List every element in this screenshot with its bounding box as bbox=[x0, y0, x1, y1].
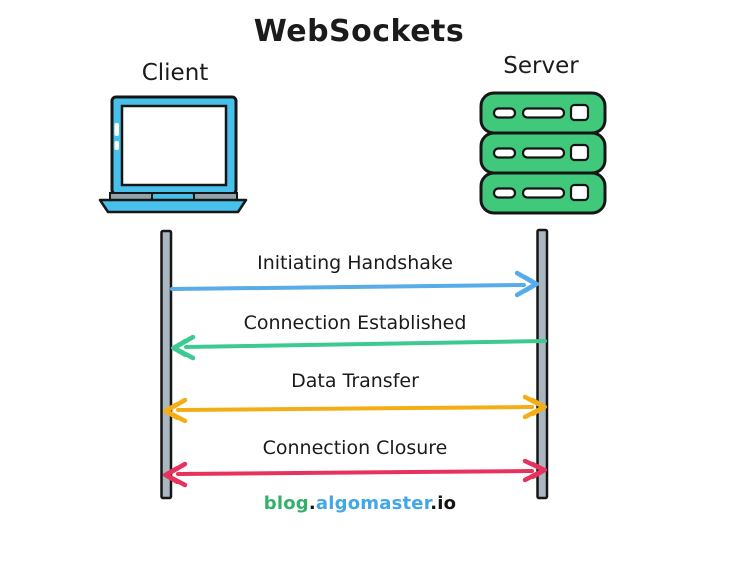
brand-blog: blog bbox=[263, 493, 309, 514]
arrow-shaft bbox=[176, 469, 534, 476]
handshake-arrow bbox=[170, 270, 539, 298]
server-led-long bbox=[521, 147, 566, 159]
brand-tld: io bbox=[437, 493, 457, 514]
data-transfer-arrow bbox=[163, 394, 547, 424]
server-led-long bbox=[521, 107, 566, 119]
server-led-long bbox=[521, 187, 566, 199]
server-lifeline bbox=[536, 228, 549, 500]
brand-dot: . bbox=[430, 493, 438, 514]
arrowhead-left-inner-icon bbox=[163, 402, 179, 420]
arrow-shaft bbox=[184, 339, 547, 349]
diagram-title: WebSockets bbox=[253, 14, 465, 49]
laptop-screen-highlight bbox=[114, 141, 119, 150]
server-led-short bbox=[492, 107, 517, 119]
message-label-data-transfer: Data Transfer bbox=[291, 370, 419, 392]
server-port bbox=[569, 103, 590, 122]
brand-watermark: blog.algomaster.io bbox=[0, 493, 725, 514]
laptop-screen-highlight bbox=[114, 123, 119, 136]
server-label: Server bbox=[503, 53, 579, 79]
closure-arrow bbox=[163, 458, 547, 488]
brand-site: algomaster bbox=[315, 493, 431, 514]
server-port bbox=[569, 183, 590, 202]
laptop-icon bbox=[98, 95, 248, 214]
server-port bbox=[569, 143, 590, 162]
server-led-short bbox=[492, 187, 517, 199]
message-label-handshake: Initiating Handshake bbox=[257, 252, 453, 274]
arrowhead-right-inner-icon bbox=[523, 275, 539, 293]
established-arrow bbox=[171, 334, 547, 361]
arrow-shaft bbox=[170, 283, 526, 291]
client-lifeline bbox=[160, 229, 173, 500]
arrowhead-left-inner-icon bbox=[171, 339, 187, 357]
arrow-shaft bbox=[176, 405, 534, 412]
arrowhead-right-inner-icon bbox=[531, 398, 547, 416]
client-label: Client bbox=[141, 60, 209, 86]
server-led-short bbox=[492, 147, 517, 159]
message-label-established: Connection Established bbox=[243, 312, 467, 334]
server-stack-icon bbox=[479, 91, 607, 215]
message-label-closure: Connection Closure bbox=[262, 437, 448, 459]
arrowhead-left-inner-icon bbox=[163, 466, 179, 484]
brand-dot: . bbox=[308, 493, 316, 514]
laptop-base bbox=[98, 198, 248, 214]
arrowhead-right-inner-icon bbox=[531, 462, 547, 479]
laptop-screen bbox=[120, 104, 228, 187]
